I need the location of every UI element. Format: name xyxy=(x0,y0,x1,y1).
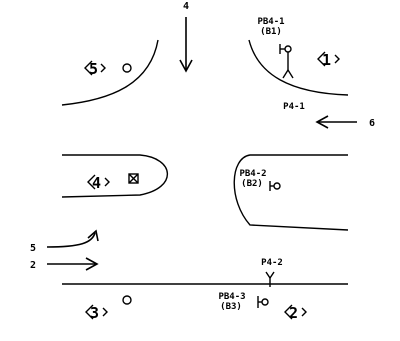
p4-2-label: P4-2 xyxy=(261,258,283,268)
pb4-3-label: PB4-3 xyxy=(218,292,245,302)
pb4-1-label: PB4-1 xyxy=(257,17,284,27)
phase-2-number: 2 xyxy=(289,304,298,322)
controller-cabinet-icon xyxy=(128,173,139,184)
pushbutton-b2-icon xyxy=(269,181,281,191)
arrow-east-approach xyxy=(315,115,357,129)
arrow-west-through-approach xyxy=(47,257,99,271)
phase-4-label: 4 xyxy=(87,174,110,192)
phase-3-label: 3 xyxy=(85,304,108,322)
pushbutton-b3-icon xyxy=(257,296,269,308)
curb-northwest xyxy=(61,39,159,106)
p4-1-label: P4-1 xyxy=(283,102,305,112)
phase-1-number: 1 xyxy=(322,51,331,69)
approach-west-lower-number: 2 xyxy=(30,260,36,271)
phase-1-label: 1 xyxy=(317,51,340,69)
curb-east xyxy=(233,154,349,231)
b1-label: (B1) xyxy=(260,27,282,37)
approach-east-number: 6 xyxy=(369,118,375,129)
pedestrian-signal-p4-2-icon xyxy=(265,271,275,287)
arrow-north-approach xyxy=(179,17,193,73)
curb-west-island xyxy=(61,154,168,198)
corner-circle-icon-southwest xyxy=(122,295,132,305)
phase-4-number: 4 xyxy=(92,174,101,192)
corner-circle-icon-northwest xyxy=(122,63,132,73)
b3-label: (B3) xyxy=(220,302,242,312)
phase-3-number: 3 xyxy=(90,304,99,322)
arrow-west-turn-approach xyxy=(46,229,99,248)
phase-5-label: 5 xyxy=(84,60,106,78)
phase-5-number: 5 xyxy=(89,60,98,78)
phase-2-label: 2 xyxy=(284,304,307,322)
approach-west-upper-number: 5 xyxy=(30,243,36,254)
approach-north-number: 4 xyxy=(183,1,189,12)
pb4-2-label: PB4-2 xyxy=(239,169,266,179)
curb-northeast xyxy=(248,39,349,96)
b2-label: (B2) xyxy=(241,179,263,189)
pushbutton-b1-icon xyxy=(279,44,292,54)
pedestrian-signal-p4-1-icon xyxy=(282,52,294,79)
